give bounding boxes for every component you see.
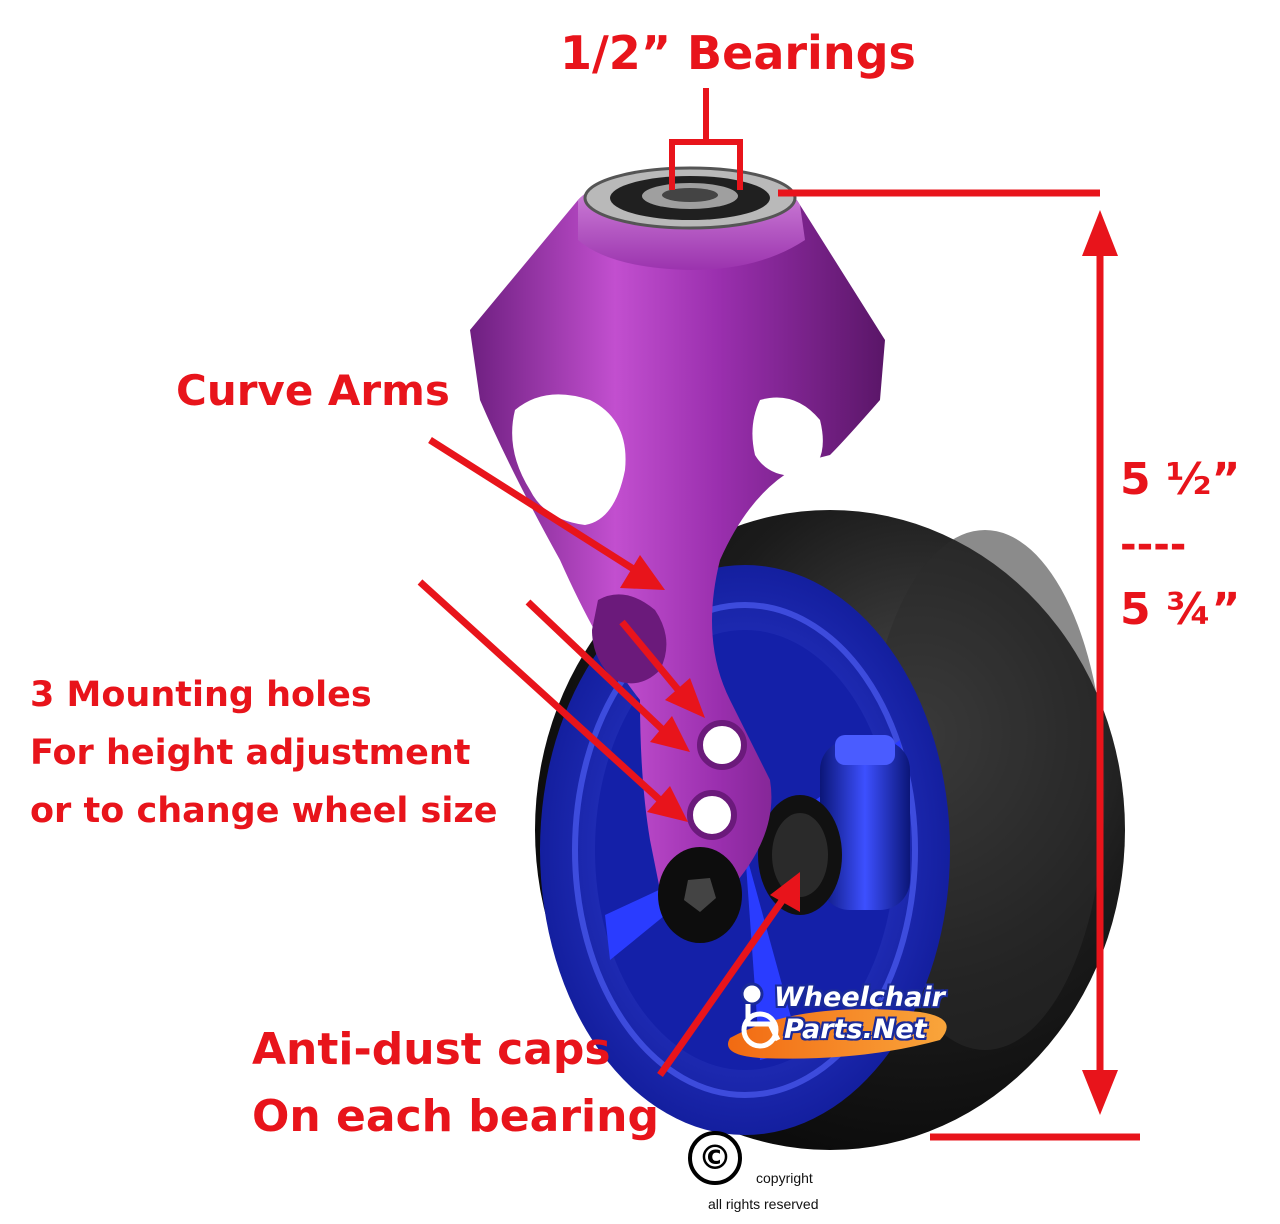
mounting-holes-label-line-2: For height adjustment (30, 733, 471, 773)
logo-line-2: Parts.Net (784, 1014, 927, 1045)
curve-arms-label: Curve Arms (176, 366, 450, 415)
copyright-text: copyright (756, 1170, 813, 1186)
hub (758, 735, 910, 915)
height-max-label: 5 ¾” (1120, 584, 1241, 635)
annotations (417, 88, 1140, 1141)
mounting-holes-label-line-3: or to change wheel size (30, 791, 498, 831)
wheelchair-parts-logo: Wheelchair Parts.Net (726, 974, 945, 1054)
copyright-icon: © (688, 1131, 742, 1185)
rights-reserved-text: all rights reserved (708, 1196, 819, 1212)
dust-caps-label-line-2: On each bearing (252, 1091, 659, 1142)
mounting-holes-label-line-1: 3 Mounting holes (30, 675, 372, 715)
wheelchair-parts-logo-graphic (728, 982, 947, 1059)
height-min-label: 5 ½” (1120, 454, 1241, 505)
bearings-label: 1/2” Bearings (560, 26, 916, 80)
height-separator: ---- (1120, 522, 1187, 568)
logo-line-1: Wheelchair (774, 982, 945, 1013)
dust-caps-label-line-1: Anti-dust caps (252, 1024, 611, 1075)
purple-fork (470, 166, 885, 943)
